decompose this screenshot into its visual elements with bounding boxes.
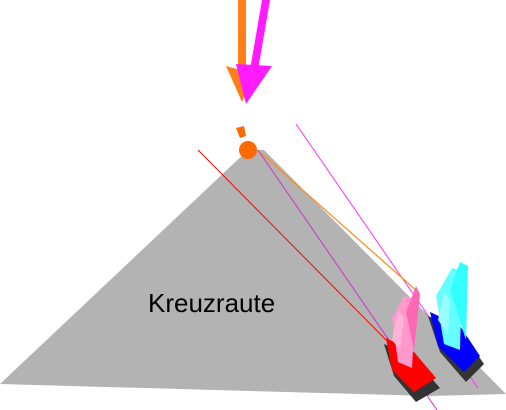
mark-buoy-icon [236,126,257,159]
line-red [197,149,399,353]
wind-direction-arrow-icon [226,0,272,104]
sailboat-icon [384,286,440,402]
line-orange [261,153,419,293]
field-label: Kreuzraute [148,288,275,318]
course-field [0,150,506,396]
sailboat-icon [428,262,484,382]
